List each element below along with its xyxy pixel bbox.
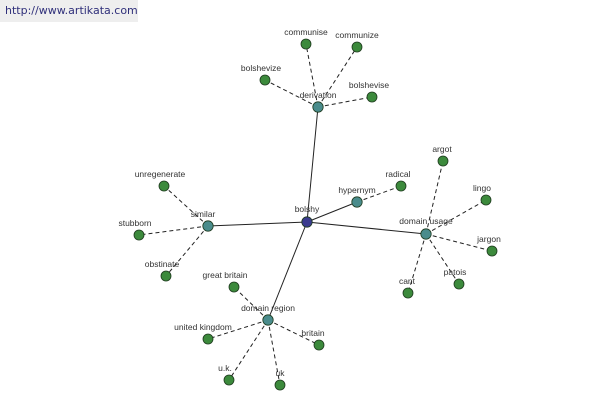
node-obstinate[interactable]: [160, 270, 172, 282]
edge-domain_usage-jargon: [425, 233, 493, 252]
edge-bolshy-hypernym: [306, 201, 358, 223]
node-argot[interactable]: [437, 155, 449, 167]
edge-domain_usage-patois: [425, 233, 460, 285]
node-stubborn[interactable]: [133, 229, 145, 241]
node-lingo[interactable]: [480, 194, 492, 206]
edge-domain_usage-argot: [425, 160, 444, 235]
edge-similar-unregenerate: [163, 185, 209, 227]
node-uk-dots[interactable]: [223, 374, 235, 386]
node-label-patois: patois: [444, 267, 467, 277]
node-communize[interactable]: [351, 41, 363, 53]
node-cant[interactable]: [402, 287, 414, 299]
node-label-bolshevize: bolshevize: [241, 63, 281, 73]
node-label-uk: uk: [276, 368, 286, 378]
edge-similar-stubborn: [138, 225, 209, 236]
node-domain-region[interactable]: [262, 314, 274, 326]
node-radical[interactable]: [395, 180, 407, 192]
node-bolshy[interactable]: [301, 216, 313, 228]
node-label-communize: communize: [335, 30, 379, 40]
node-label-derivation: derivation: [300, 90, 337, 100]
node-derivation[interactable]: [312, 101, 324, 113]
edge-domain_region-britain: [267, 319, 320, 346]
edge-domain_usage-cant: [407, 233, 427, 294]
node-jargon[interactable]: [486, 245, 498, 257]
graph-edges: [138, 43, 493, 386]
node-britain[interactable]: [313, 339, 325, 351]
edge-similar-obstinate: [165, 225, 209, 277]
edge-derivation-communize: [317, 46, 358, 108]
edge-derivation-bolshevize: [264, 79, 319, 108]
node-similar[interactable]: [202, 220, 214, 232]
node-label-lingo: lingo: [473, 183, 491, 193]
node-label-uk-dots: u.k.: [218, 363, 232, 373]
graph-labels: bolshy derivation similar hypernym domain us…: [118, 27, 501, 378]
node-bolshevize[interactable]: [259, 74, 271, 86]
node-label-britain: britain: [301, 328, 324, 338]
edge-bolshy-domain_region: [267, 221, 308, 321]
edge-derivation-communise: [305, 43, 319, 108]
edge-bolshy-similar: [207, 221, 308, 227]
node-label-bolshevise: bolshevise: [349, 80, 389, 90]
node-bolshevise[interactable]: [366, 91, 378, 103]
edge-bolshy-derivation: [306, 106, 319, 223]
node-hypernym[interactable]: [351, 196, 363, 208]
node-label-domain-region: domain region: [241, 303, 295, 313]
node-great-britain[interactable]: [228, 281, 240, 293]
node-domain-usage[interactable]: [420, 228, 432, 240]
edge-hypernym-radical: [356, 185, 402, 203]
node-label-domain-usage: domain usage: [399, 216, 453, 226]
node-label-stubborn: stubborn: [118, 218, 151, 228]
edge-bolshy-domain_usage: [306, 221, 427, 235]
node-label-similar: similar: [191, 209, 216, 219]
node-label-hypernym: hypernym: [338, 185, 375, 195]
node-uk[interactable]: [274, 379, 286, 391]
node-united-kingdom[interactable]: [202, 333, 214, 345]
edge-domain_usage-lingo: [425, 199, 487, 235]
node-label-unregenerate: unregenerate: [135, 169, 186, 179]
node-label-great-britain: great britain: [203, 270, 248, 280]
node-communise[interactable]: [300, 38, 312, 50]
node-label-united-kingdom: united kingdom: [174, 322, 232, 332]
node-label-radical: radical: [385, 169, 410, 179]
edge-derivation-bolshevise: [317, 96, 373, 108]
node-label-bolshy: bolshy: [295, 204, 320, 214]
node-label-jargon: jargon: [476, 234, 501, 244]
edge-domain_region-great_britain: [233, 286, 269, 321]
node-label-cant: cant: [399, 276, 416, 286]
watermark-url: http://www.artikata.com: [0, 0, 138, 22]
node-label-communise: communise: [284, 27, 328, 37]
node-patois[interactable]: [453, 278, 465, 290]
node-label-obstinate: obstinate: [145, 259, 180, 269]
edge-domain_region-united_kingdom: [207, 319, 269, 340]
graph-nodes: [133, 38, 498, 391]
node-label-argot: argot: [432, 144, 452, 154]
edge-domain_region-uk_dots: [228, 319, 269, 381]
node-unregenerate[interactable]: [158, 180, 170, 192]
